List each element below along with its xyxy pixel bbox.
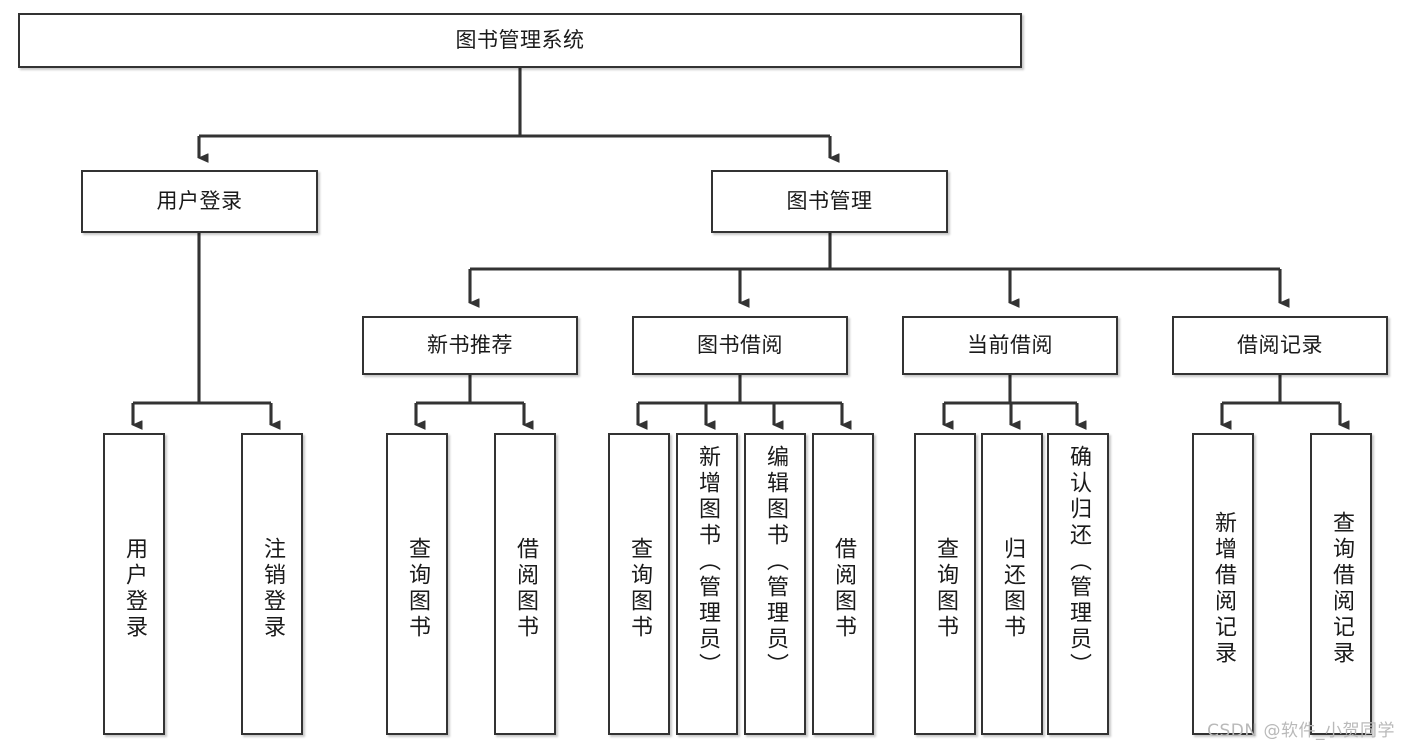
leaf-book-borrow-query[interactable]: 查询图书 xyxy=(608,433,670,735)
node-label: 借阅图书 xyxy=(513,537,538,641)
leaf-borrow-record-query[interactable]: 查询借阅记录 xyxy=(1310,433,1372,735)
leaf-book-borrow-add[interactable]: 新增图书（管理员） xyxy=(676,433,738,735)
leaf-borrow-record-add[interactable]: 新增借阅记录 xyxy=(1192,433,1254,735)
node-label: 查询图书 xyxy=(627,537,652,641)
leaf-book-borrow-borrow[interactable]: 借阅图书 xyxy=(812,433,874,735)
leaf-current-borrow-return[interactable]: 归还图书 xyxy=(981,433,1043,735)
connectors-borrow-record-to-leaves xyxy=(1220,375,1340,425)
node-label: 注销登录 xyxy=(260,537,285,641)
connectors-root-to-level2 xyxy=(197,67,830,158)
node-label: 图书管理系统 xyxy=(455,28,585,53)
node-label: 查询图书 xyxy=(405,537,430,641)
node-label: 确认归还（管理员） xyxy=(1066,445,1091,679)
leaf-user-login-logout[interactable]: 注销登录 xyxy=(241,433,303,735)
node-book-borrow[interactable]: 图书借阅 xyxy=(632,316,848,375)
node-label: 新增借阅记录 xyxy=(1211,511,1236,667)
leaf-current-borrow-query[interactable]: 查询图书 xyxy=(914,433,976,735)
connectors-book-borrow-to-leaves xyxy=(636,375,842,425)
leaf-book-borrow-edit[interactable]: 编辑图书（管理员） xyxy=(744,433,806,735)
node-label: 查询图书 xyxy=(933,537,958,641)
leaf-new-book-query[interactable]: 查询图书 xyxy=(386,433,448,735)
connectors-current-borrow-to-leaves xyxy=(942,375,1077,425)
node-label: 编辑图书（管理员） xyxy=(763,445,788,679)
leaf-user-login-login[interactable]: 用户登录 xyxy=(103,433,165,735)
node-user-login[interactable]: 用户登录 xyxy=(81,170,318,233)
connectors-new-book-to-leaves xyxy=(414,375,524,425)
node-label: 图书借阅 xyxy=(697,333,783,358)
node-borrow-record[interactable]: 借阅记录 xyxy=(1172,316,1388,375)
node-label: 归还图书 xyxy=(1000,537,1025,641)
node-label: 图书管理 xyxy=(786,189,873,214)
node-label: 新增图书（管理员） xyxy=(695,445,720,679)
node-label: 用户登录 xyxy=(122,537,147,641)
node-label: 借阅图书 xyxy=(831,537,856,641)
node-label: 查询借阅记录 xyxy=(1329,511,1354,667)
node-label: 借阅记录 xyxy=(1237,333,1323,358)
node-book-management[interactable]: 图书管理 xyxy=(711,170,948,233)
node-root-system[interactable]: 图书管理系统 xyxy=(18,13,1022,68)
node-new-book-recommend[interactable]: 新书推荐 xyxy=(362,316,578,375)
leaf-new-book-borrow[interactable]: 借阅图书 xyxy=(494,433,556,735)
connectors-user-login-to-leaves xyxy=(131,233,271,425)
node-label: 用户登录 xyxy=(156,189,243,214)
leaf-current-borrow-confirm-return[interactable]: 确认归还（管理员） xyxy=(1047,433,1109,735)
connectors-level2-books-to-level3 xyxy=(468,233,1280,303)
node-label: 新书推荐 xyxy=(427,333,513,358)
node-label: 当前借阅 xyxy=(967,333,1053,358)
node-current-borrow[interactable]: 当前借阅 xyxy=(902,316,1118,375)
